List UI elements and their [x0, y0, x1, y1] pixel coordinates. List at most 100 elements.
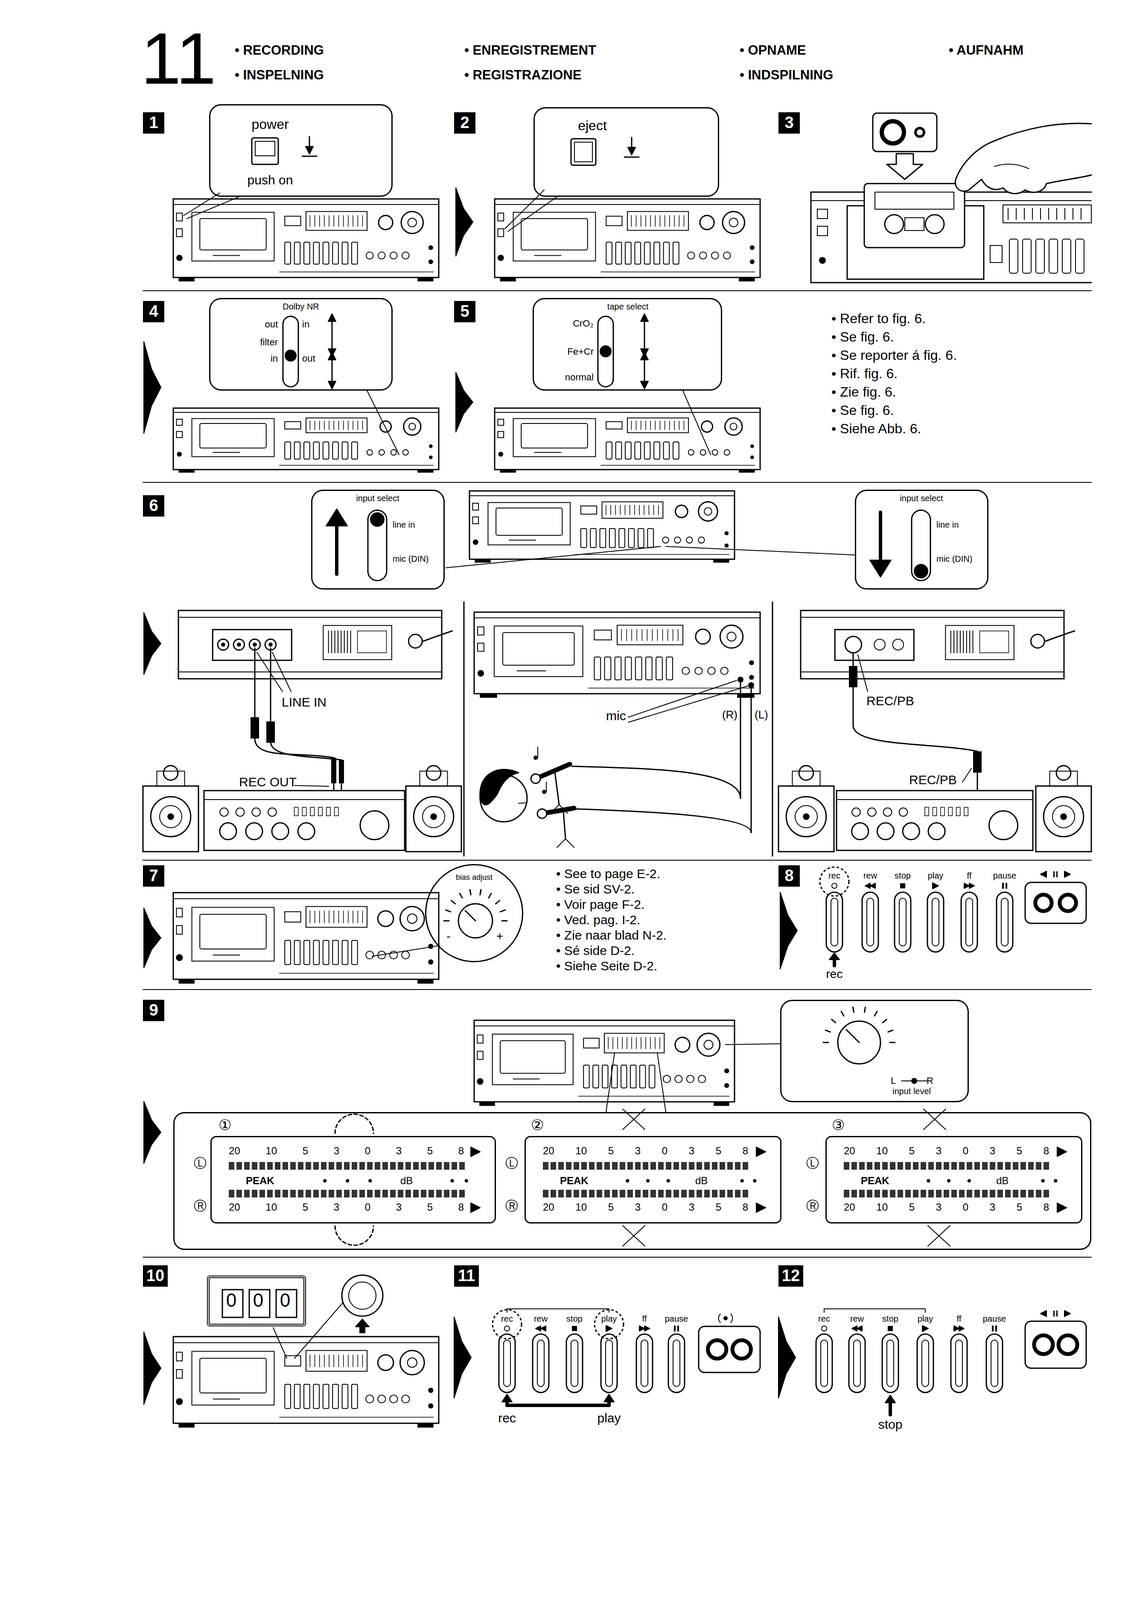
stop-symbol: [900, 883, 906, 889]
node-text: ①: [218, 1116, 232, 1134]
meter-tick: [328, 420, 330, 430]
switch-knob: [913, 563, 929, 579]
level-meter: [306, 906, 368, 927]
meter-tick: [333, 910, 335, 923]
hair: [480, 769, 519, 805]
deck-jack: [749, 245, 755, 251]
meter-segment: [336, 1189, 342, 1198]
step-number-text: 11: [457, 1266, 476, 1286]
deck-foot: [417, 469, 434, 473]
line: [474, 617, 761, 618]
deck-knob: [698, 1075, 706, 1083]
deck-button: [294, 241, 301, 265]
arrowhead: [756, 1146, 766, 1157]
meter-segment: [928, 1189, 934, 1198]
meter-tick: [650, 1037, 651, 1049]
mic-stand: [554, 771, 560, 805]
meter-segment: [1035, 1189, 1042, 1198]
meter-segment: [688, 1189, 695, 1198]
label: • RECORDING: [234, 42, 324, 59]
cassette-deck: [474, 612, 761, 694]
meter-tick: [357, 215, 359, 227]
arrowhead: [644, 1325, 650, 1331]
line: [578, 1095, 730, 1097]
woofer: [795, 805, 818, 828]
meter-dot: [368, 1178, 372, 1183]
meter-segment: [343, 1189, 350, 1198]
meter-segment: [328, 1189, 335, 1198]
scale-tick: [480, 889, 481, 895]
meter-segment: [642, 1189, 649, 1198]
meter-segment: [588, 1189, 595, 1198]
deck-button: [583, 1064, 589, 1088]
deck-jack: [476, 1078, 484, 1085]
line: [279, 972, 434, 974]
deck-knob: [723, 251, 731, 260]
leader-line: [256, 652, 283, 692]
music-note: [542, 789, 547, 794]
meter-tick: [309, 910, 311, 923]
meter-tick: [640, 420, 642, 430]
node-text: dB: [695, 1174, 708, 1187]
deck-knob: [377, 1354, 394, 1371]
rec-symbol: [821, 1325, 827, 1331]
deck-foot: [737, 693, 755, 698]
meter-tick: [362, 1354, 364, 1367]
level-meter: [627, 417, 689, 433]
meter-segment: [451, 1189, 458, 1198]
deck-button: [655, 656, 663, 680]
pause-symbol: [1002, 882, 1004, 889]
cable: [270, 742, 342, 760]
line: [575, 553, 729, 555]
node-text: Ⓛ: [505, 1155, 519, 1171]
meter-tick: [669, 215, 671, 227]
deck-jack: [749, 674, 754, 680]
deck-foot: [417, 979, 434, 984]
meter-tick: [319, 215, 321, 227]
reel: [1035, 894, 1052, 911]
meter-segment: [413, 1189, 419, 1198]
highlight-circle: [492, 1309, 522, 1339]
meter-tick: [612, 1037, 614, 1049]
line: [800, 671, 1064, 673]
deck-knob: [686, 536, 693, 543]
deck-button: [332, 1384, 339, 1409]
meter-tick: [607, 1037, 609, 1049]
deck-switch: [176, 1369, 183, 1378]
meter-segment: [443, 1161, 450, 1170]
meter-segment: [905, 1189, 911, 1198]
transport-key: [886, 1339, 894, 1387]
label: rew: [850, 1313, 864, 1324]
tape-counter: [594, 629, 612, 640]
label: • Zie fig. 6.: [831, 384, 897, 400]
brand-mark: [513, 1078, 540, 1080]
label: LINE IN: [281, 694, 327, 710]
highlight-circle: [819, 866, 849, 896]
meter-segment: [1020, 1161, 1027, 1170]
tweeter: [426, 765, 441, 781]
deck-button: [618, 528, 625, 548]
step-arrow: [143, 907, 161, 968]
meter-dot: [464, 1178, 469, 1183]
deck-jack: [428, 444, 433, 449]
stop-symbol: [887, 1325, 893, 1331]
meter-tick: [1023, 208, 1025, 220]
meter-tick: [352, 1354, 354, 1367]
meter-dot: [967, 1178, 971, 1183]
meter-tick: [626, 1037, 628, 1049]
transport-key: [816, 1333, 833, 1393]
meter-tick: [631, 629, 633, 641]
meter-tick: [328, 215, 330, 227]
transport-key: [961, 891, 978, 952]
meter-segment: [997, 1161, 1003, 1170]
meter-tick: [362, 420, 364, 430]
label: (L): [754, 708, 769, 722]
label: • Siehe Seite D-2.: [556, 958, 658, 974]
line: [173, 1341, 439, 1343]
cassette-deck: [474, 1020, 735, 1102]
brand-mark: [212, 254, 240, 256]
deck-knob: [712, 449, 718, 455]
eject-button: [574, 142, 593, 162]
cord-bush: [408, 634, 423, 648]
switch-slot: [597, 316, 614, 387]
